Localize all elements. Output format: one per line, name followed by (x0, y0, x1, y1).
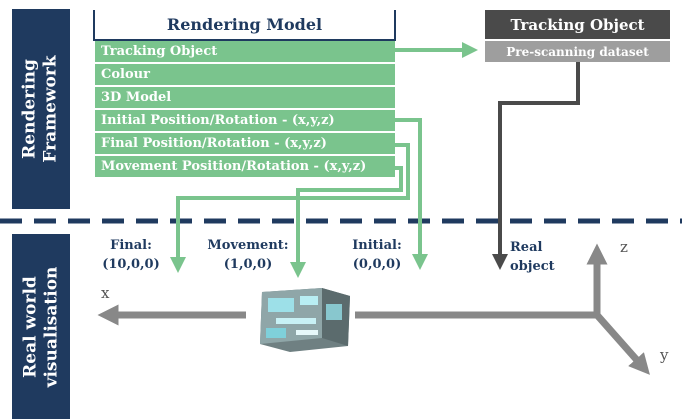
initial-label-value: (0,0,0) (352, 257, 402, 272)
scanned-object-illustration (260, 288, 350, 352)
real-world-bar: Real world visualisation (12, 234, 70, 419)
x-axis-label: x (101, 284, 110, 302)
rm-row-colour: Colour (95, 64, 395, 85)
rendering-framework-label: Rendering Framework (20, 55, 62, 163)
real-object-label: Real object (510, 238, 564, 276)
final-label: Final: (10,0,0) (100, 236, 162, 274)
y-axis-label: y (660, 346, 669, 364)
initial-arrow (395, 118, 428, 270)
pre-scanning-dataset: Pre-scanning dataset (485, 41, 670, 62)
final-arrow (170, 143, 410, 273)
real-world-label: Real world visualisation (20, 266, 62, 387)
rm-row-movement-position: Movement Position/Rotation - (x,y,z) (95, 156, 395, 177)
movement-label-value: (1,0,0) (223, 257, 273, 272)
y-axis (594, 312, 650, 375)
final-label-value: (10,0,0) (102, 257, 160, 272)
rm-row-tracking-object: Tracking Object (95, 41, 395, 62)
real-object-arrow (492, 62, 580, 270)
real-object-label-line2: object (510, 259, 555, 274)
rm-row-final-position: Final Position/Rotation - (x,y,z) (95, 133, 395, 154)
tracking-object-title: Tracking Object (485, 10, 670, 39)
rendering-framework-bar: Rendering Framework (12, 9, 70, 209)
initial-label: Initial: (0,0,0) (346, 236, 408, 274)
rm-row-initial-position: Initial Position/Rotation - (x,y,z) (95, 110, 395, 131)
movement-label-name: Movement: (207, 238, 289, 253)
rendering-model-title: Rendering Model (93, 10, 396, 41)
real-object-label-line1: Real (510, 240, 543, 255)
movement-arrow (290, 166, 403, 278)
rm-row-3d-model: 3D Model (95, 87, 395, 108)
initial-label-name: Initial: (352, 238, 402, 253)
final-label-name: Final: (110, 238, 152, 253)
z-axis-label: z (620, 238, 628, 256)
movement-label: Movement: (1,0,0) (205, 236, 291, 274)
